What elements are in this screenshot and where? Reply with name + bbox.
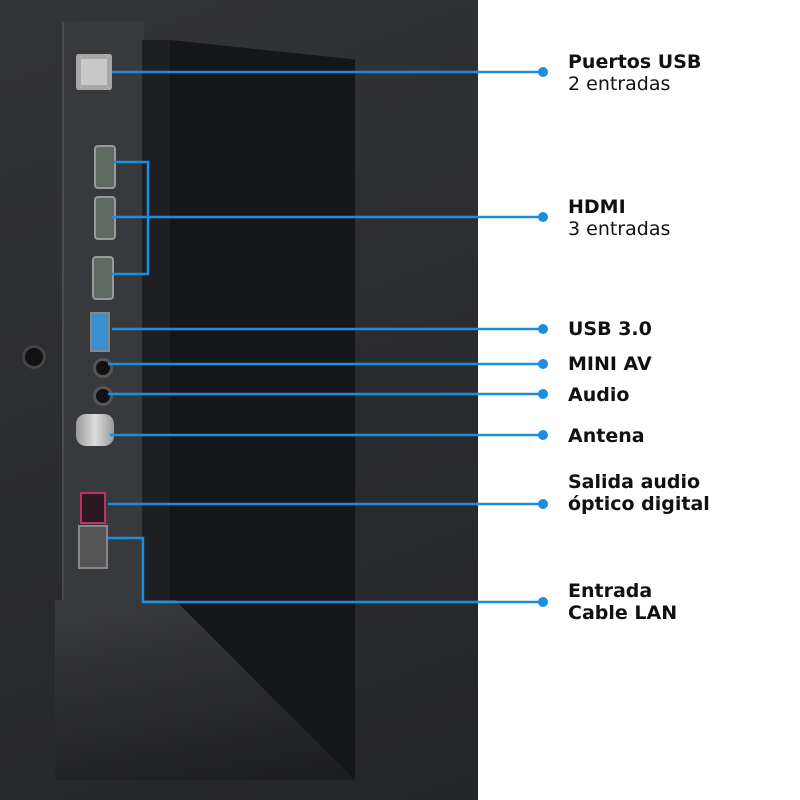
dot-mini-av (538, 359, 548, 369)
dot-usb (538, 67, 548, 77)
antenna-connector-icon (76, 414, 114, 446)
hdmi-1-port-icon (94, 145, 116, 189)
power-connector-icon (22, 345, 46, 369)
usb3-port-icon (90, 312, 110, 352)
line-lan (108, 536, 543, 604)
callout-title: Entrada Cable LAN (568, 580, 678, 624)
callout-title: Antena (568, 425, 645, 447)
dot-lan (538, 597, 548, 607)
callout-mini-av: MINI AV (568, 353, 652, 375)
callout-subtitle: 2 entradas (568, 73, 671, 95)
callout-audio: Audio (568, 384, 629, 406)
label-strip (142, 40, 170, 630)
callout-title: MINI AV (568, 353, 652, 375)
optical-port-icon (80, 492, 106, 524)
callout-usb: Puertos USB 2 entradas (568, 51, 701, 95)
callout-title: Audio (568, 384, 630, 406)
callout-title: USB 3.0 (568, 318, 652, 340)
lan-port-icon (78, 525, 108, 569)
tv-back-panel-photo (0, 0, 478, 800)
callout-title: HDMI (568, 196, 626, 218)
callout-lan: Entrada Cable LAN (568, 580, 698, 624)
dot-antenna (538, 430, 548, 440)
callout-title: Salida audio óptico digital (568, 471, 710, 515)
callout-hdmi: HDMI 3 entradas (568, 196, 670, 240)
callout-subtitle: 3 entradas (568, 218, 671, 240)
hdmi-3-port-icon (92, 256, 114, 300)
dot-optical (538, 499, 548, 509)
callout-antenna: Antena (568, 425, 645, 447)
audio-jack-icon (93, 386, 113, 406)
callout-usb3: USB 3.0 (568, 318, 652, 340)
callout-title: Puertos USB (568, 51, 702, 73)
callout-optical: Salida audio óptico digital (568, 471, 738, 515)
dot-usb3 (538, 324, 548, 334)
dot-audio (538, 389, 548, 399)
dot-hdmi (538, 212, 548, 222)
usb-port-icon (76, 54, 112, 90)
